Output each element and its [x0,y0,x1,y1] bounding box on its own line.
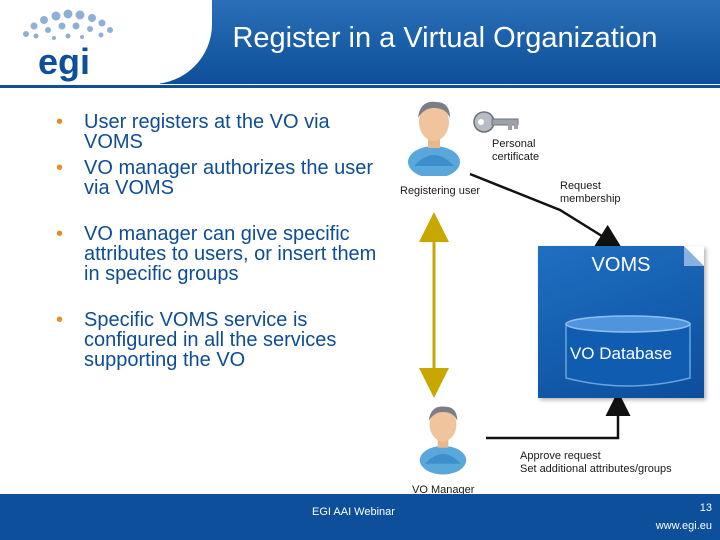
vo-manager-label: VO Manager [412,484,475,496]
request-membership-label: Request membership [560,180,621,205]
svg-text:egi: egi [38,41,90,82]
egi-logo: egi [23,9,113,82]
bullet-item: VO manager authorizes the user via VOMS [54,158,384,224]
approve-request-label: Approve request Set additional attribute… [520,450,672,475]
header-band [160,0,720,84]
voms-label: VOMS [591,254,651,276]
bullet-item: User registers at the VO via VOMS [54,112,384,158]
personal-certificate-label: Personal certificate [492,138,540,163]
vo-manager-icon [419,406,467,475]
slide-footer: EGI AAI Webinar 13 www.egi.eu [0,494,720,540]
bullet-list: User registers at the VO via VOMS VO man… [54,112,384,370]
request-arrow [469,172,623,249]
bullet-item: VO manager can give specific attributes … [54,224,384,310]
registering-user-icon [408,101,460,176]
registering-user-label: Registering user [400,185,481,197]
bullet-item: Specific VOMS service is configured in a… [54,310,384,370]
footer-url: www.egi.eu [655,520,712,532]
footer-title: EGI AAI Webinar [312,506,395,518]
database-icon [565,315,691,387]
slide-header: Register in a Virtual Organization egi [0,0,720,88]
voms-server: VOMS VO Database [538,246,704,398]
page-number: 13 [699,502,712,514]
slide-title: Register in a Virtual Organization [232,22,658,54]
vo-database-label: VO Database [569,344,673,363]
approve-arrow [486,391,631,440]
key-icon [473,111,519,133]
